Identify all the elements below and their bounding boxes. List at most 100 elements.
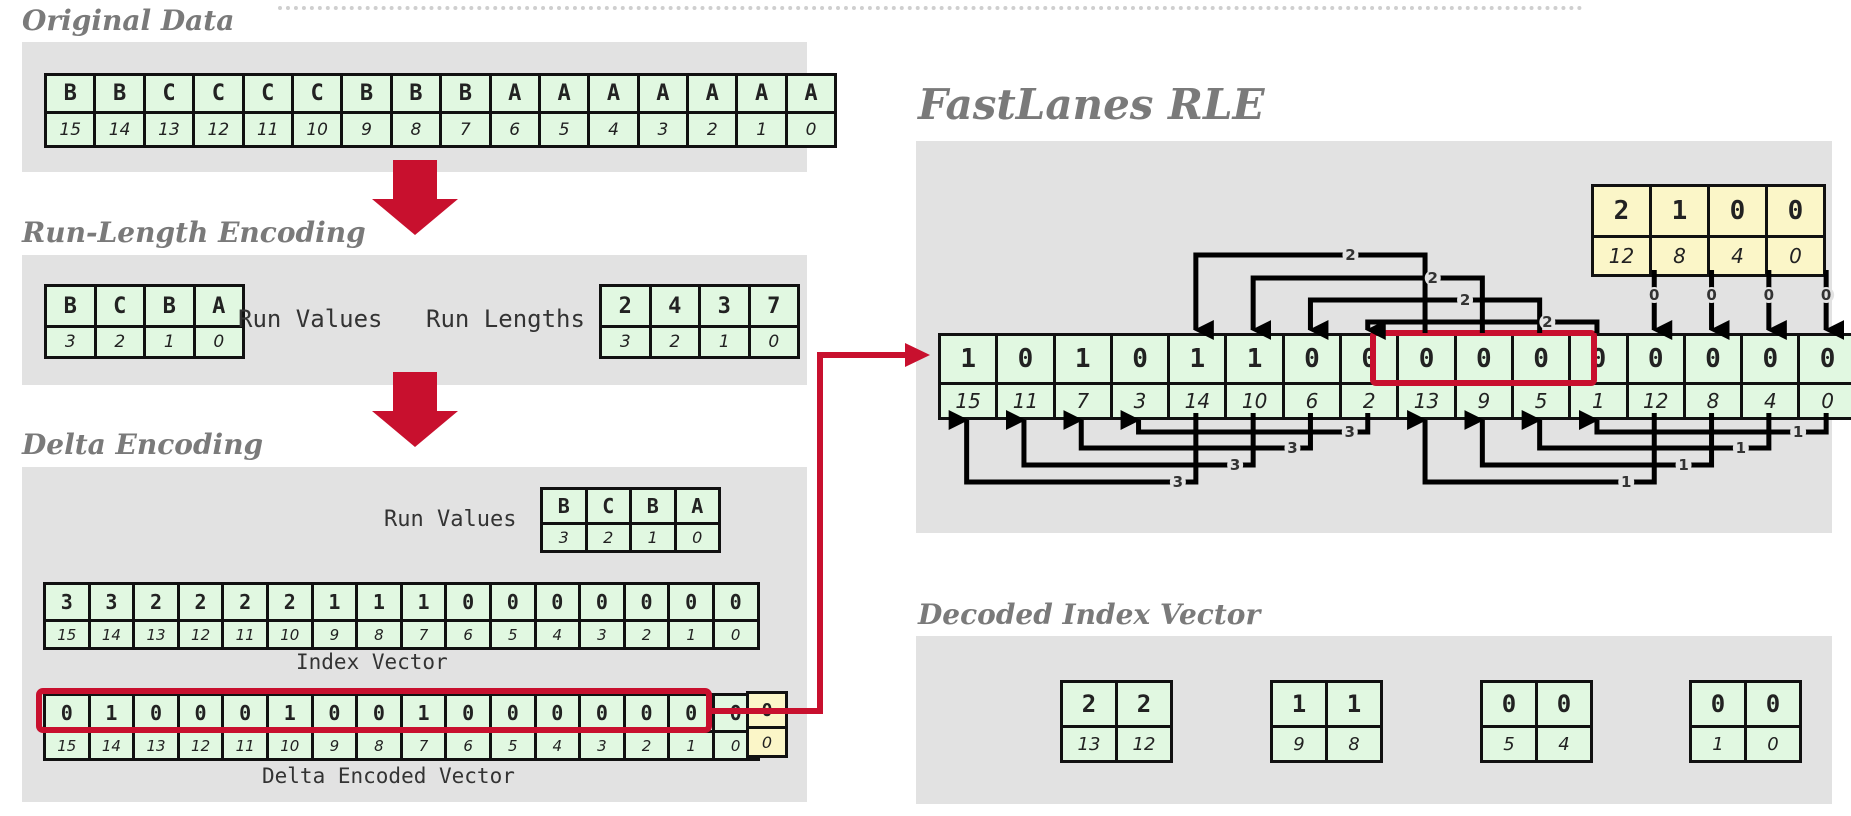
cell-index: 1 bbox=[686, 625, 696, 644]
cell-index: 3 bbox=[597, 625, 607, 644]
top-arrow-label: 2 bbox=[1345, 246, 1355, 264]
cell-index: 2 bbox=[114, 332, 126, 352]
cell-value: 4 bbox=[651, 287, 698, 328]
cell-value: 2 bbox=[1118, 683, 1170, 728]
cell-value: 0 bbox=[581, 585, 623, 622]
top-arrow-2 bbox=[1307, 297, 1543, 340]
cell-value: 1 bbox=[941, 336, 996, 385]
cell-index: 8 bbox=[1706, 389, 1720, 413]
cell-index: 10 bbox=[280, 736, 300, 755]
cell-index: 0 bbox=[1821, 389, 1834, 413]
cell-value: 0 bbox=[1692, 683, 1744, 728]
cell-value: 1 bbox=[1652, 187, 1707, 238]
cell-value: B bbox=[343, 76, 390, 114]
cell-index: 11 bbox=[235, 736, 255, 755]
cell-index: 1 bbox=[686, 736, 696, 755]
cell-index: 0 bbox=[1789, 244, 1802, 268]
cell-index: 6 bbox=[509, 119, 521, 140]
cell-index: 15 bbox=[59, 119, 82, 140]
cell-value: 0 bbox=[1112, 336, 1168, 385]
bottom-right-arrow-label: 1 bbox=[1621, 473, 1631, 491]
cell-index: 7 bbox=[459, 119, 471, 140]
top-arrow-label: 2 bbox=[1460, 291, 1470, 309]
rle-run-values-label: Run Values bbox=[238, 305, 383, 333]
cell-value: A bbox=[195, 287, 242, 328]
cell-index: 7 bbox=[1076, 389, 1090, 413]
cell-value: A bbox=[590, 76, 637, 114]
bottom-left-arrow-label: 3 bbox=[1345, 423, 1355, 441]
cell-index: 10 bbox=[1241, 389, 1268, 413]
delta-vector-highlight bbox=[36, 688, 712, 733]
cell-index: 3 bbox=[619, 332, 631, 352]
cell-index: 0 bbox=[805, 119, 817, 140]
cell-index: 12 bbox=[1608, 244, 1635, 268]
cell-value: 1 bbox=[1170, 336, 1225, 385]
cell-index: 5 bbox=[507, 736, 518, 755]
cell-index: 13 bbox=[146, 625, 166, 644]
cell-index: 13 bbox=[146, 736, 166, 755]
cell-index: 9 bbox=[361, 119, 372, 140]
cell-value: 7 bbox=[750, 287, 797, 328]
cell-index: 13 bbox=[158, 119, 180, 140]
cell-index: 9 bbox=[1293, 733, 1305, 755]
bottom-right-arrow-3 bbox=[1578, 410, 1829, 435]
cell-index: 2 bbox=[641, 736, 652, 755]
bottom-left-arrow-label: 3 bbox=[1230, 456, 1240, 474]
cell-index: 13 bbox=[1413, 389, 1440, 413]
cell-index: 3 bbox=[597, 736, 607, 755]
cell-index: 7 bbox=[418, 736, 429, 755]
cell-index: 6 bbox=[463, 736, 473, 755]
cell-index: 9 bbox=[1477, 389, 1491, 413]
cell-index: 2 bbox=[669, 332, 681, 352]
top-arrow-label: 2 bbox=[1428, 269, 1438, 287]
cell-value: 0 bbox=[1628, 336, 1683, 385]
cell-value: 0 bbox=[1800, 336, 1851, 385]
cell-value: 1 bbox=[1273, 683, 1325, 728]
cell-index: 2 bbox=[706, 119, 718, 140]
cell-index: 11 bbox=[256, 119, 279, 140]
red-connector-arrowhead bbox=[905, 343, 930, 367]
cell-index: 4 bbox=[1763, 389, 1777, 413]
bottom-right-arrow-label: 1 bbox=[1678, 456, 1688, 474]
cell-index: 12 bbox=[207, 119, 230, 140]
cell-index: 4 bbox=[1731, 244, 1744, 268]
cell-index: 4 bbox=[608, 119, 619, 140]
cell-index: 1 bbox=[647, 528, 658, 547]
cell-value: 1 bbox=[1055, 336, 1110, 385]
cell-value: B bbox=[47, 76, 94, 114]
top-arrow-1 bbox=[1250, 275, 1485, 340]
cell-value: 1 bbox=[402, 585, 445, 622]
cell-value: 1 bbox=[358, 585, 400, 622]
cell-index: 4 bbox=[552, 736, 563, 755]
